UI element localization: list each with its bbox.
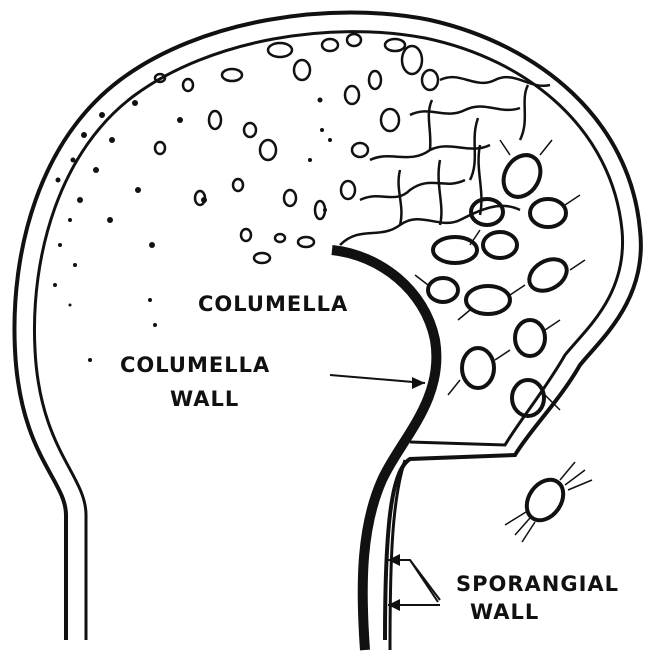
sporangial-wall-label-line2: WALL <box>470 602 539 623</box>
spores <box>428 148 572 527</box>
sporangial-wall-label-line1: SPORANGIAL <box>456 574 619 595</box>
sporangium-outer-wall <box>14 13 640 641</box>
sporangial-wall-arrows <box>388 560 440 605</box>
spore-dots <box>53 98 332 363</box>
sporangium-inner-wall <box>34 32 622 640</box>
columella-label: COLUMELLA <box>198 294 348 315</box>
inner-stalk-line <box>390 460 405 650</box>
columella-wall-arrow <box>330 375 425 383</box>
cleavage-network <box>340 77 550 245</box>
columella-wall-label-line2: WALL <box>170 389 239 410</box>
columella-wall-label-line1: COLUMELLA <box>120 355 270 376</box>
